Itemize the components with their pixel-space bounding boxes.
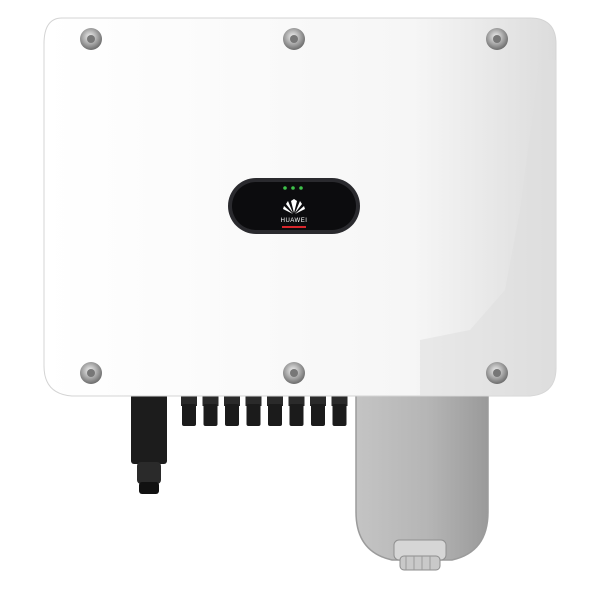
screw-bottom-left xyxy=(80,362,102,384)
status-led-row xyxy=(283,186,303,190)
huawei-logo-icon xyxy=(283,199,305,214)
screw-bottom-right xyxy=(486,362,508,384)
dc-connector xyxy=(202,396,219,426)
ac-cable-connector xyxy=(131,394,167,494)
accent-bar xyxy=(282,226,306,228)
screw-top-left xyxy=(80,28,102,50)
dc-connector xyxy=(267,396,283,426)
dc-connector xyxy=(310,396,326,426)
screw-bottom-center xyxy=(283,362,305,384)
screw-top-center xyxy=(283,28,305,50)
junction-box xyxy=(355,379,489,571)
mounting-screws xyxy=(80,28,508,384)
brand-text: HUAWEI xyxy=(281,218,308,224)
dc-connector xyxy=(181,396,197,426)
dc-connector xyxy=(288,396,305,426)
cable-gland xyxy=(393,539,447,571)
dc-connector xyxy=(245,396,262,426)
status-led-3 xyxy=(299,186,303,190)
status-led-2 xyxy=(291,186,295,190)
display-panel: HUAWEI xyxy=(228,178,360,234)
dc-connectors xyxy=(181,396,348,426)
dc-connector xyxy=(331,396,348,426)
screw-top-right xyxy=(486,28,508,50)
status-led-1 xyxy=(283,186,287,190)
dc-connector xyxy=(224,396,240,426)
